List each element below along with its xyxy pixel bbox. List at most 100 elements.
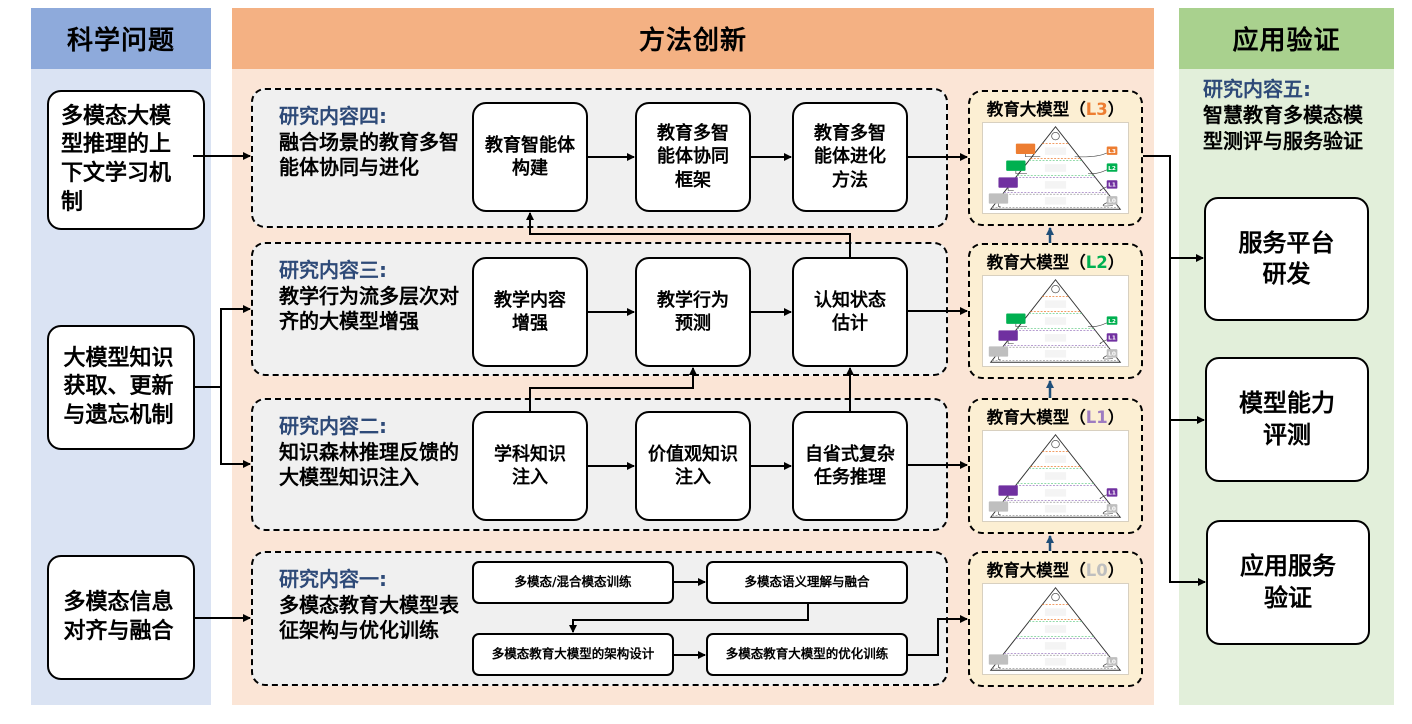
stage-tag-l1 xyxy=(998,330,1018,341)
level-tag-text: L0 xyxy=(1108,352,1116,358)
step-text: 认知状态估计 xyxy=(814,289,886,334)
pyramid-band-label xyxy=(1044,164,1067,172)
brain-icon xyxy=(1051,285,1060,294)
column-title: 科学问题 xyxy=(66,26,175,56)
level-tag-text: L0 xyxy=(1108,507,1116,513)
level-tag-l2 xyxy=(1106,316,1118,325)
question-text: 多模态信息对齐与融合 xyxy=(63,589,174,644)
level-tag-l1 xyxy=(1106,488,1118,497)
tag-connector xyxy=(1015,323,1027,327)
column-title: 应用验证 xyxy=(1232,26,1341,56)
brain-icon xyxy=(1051,440,1060,449)
level-tag-l1 xyxy=(1106,180,1118,189)
level-tag-l0 xyxy=(1106,349,1118,358)
step-text: 自省式复杂任务推理 xyxy=(805,443,895,488)
stage-tag-l0 xyxy=(988,193,1009,204)
step-multimodal-training[interactable]: 多模态/混合模态训练 xyxy=(472,561,674,604)
app-box-application-validation[interactable]: 应用服务验证 xyxy=(1206,520,1370,645)
tag-connector xyxy=(998,203,1001,207)
step-cognitive-state-estimation[interactable]: 认知状态估计 xyxy=(792,257,908,367)
research-title: 智慧教育多模态模型测评与服务验证 xyxy=(1203,103,1363,153)
tag-connector xyxy=(998,511,1001,515)
step-text: 教学内容增强 xyxy=(494,289,566,334)
level-tag-l1 xyxy=(1106,333,1118,342)
step-architecture-design[interactable]: 多模态教育大模型的架构设计 xyxy=(472,633,674,676)
level-tag-text: L3 xyxy=(1108,149,1116,155)
model-title: 教育大模型（L0） xyxy=(986,561,1125,580)
step-subject-knowledge-injection[interactable]: 学科知识注入 xyxy=(472,411,588,521)
level-tag-text: L0 xyxy=(1108,199,1116,205)
tag-connector xyxy=(1102,663,1114,668)
level-tag-text: L1 xyxy=(1108,336,1116,342)
pyramid-band-label xyxy=(1044,350,1067,358)
tag-connector xyxy=(1025,153,1041,158)
column-header-application: 应用验证 xyxy=(1179,8,1394,69)
step-reflective-reasoning[interactable]: 自省式复杂任务推理 xyxy=(792,411,908,521)
level-tag-l3 xyxy=(1106,146,1118,155)
app-text: 服务平台研发 xyxy=(1238,228,1335,288)
model-card-l0[interactable]: 教育大模型（L0） L0 xyxy=(968,551,1143,687)
app-box-service-platform[interactable]: 服务平台研发 xyxy=(1204,197,1369,321)
step-multi-agent-framework[interactable]: 教育多智能体协同框架 xyxy=(635,102,751,212)
pyramid-band-label xyxy=(1044,334,1067,342)
level-tag-text: L2 xyxy=(1108,166,1116,172)
step-multi-agent-evolution[interactable]: 教育多智能体进化方法 xyxy=(792,102,908,212)
question-box-knowledge-mechanism[interactable]: 大模型知识获取、更新与遗忘机制 xyxy=(47,325,195,450)
question-box-context-learning[interactable]: 多模态大模型推理的上下文学习机制 xyxy=(47,90,205,230)
tag-connector xyxy=(1007,340,1014,344)
tag-connector xyxy=(1015,170,1027,174)
stage-tag-l0 xyxy=(988,346,1009,357)
tag-connector xyxy=(998,356,1001,360)
tag-connector xyxy=(1102,355,1114,360)
pyramid-band-label xyxy=(1044,608,1067,616)
question-text: 大模型知识获取、更新与遗忘机制 xyxy=(63,345,174,428)
research-group-title: 研究内容三: 教学行为流多层次对齐的大模型增强 xyxy=(279,258,459,335)
stage-tag-l2 xyxy=(1006,160,1026,171)
research-title: 多模态教育大模型表征架构与优化训练 xyxy=(279,592,459,643)
column-header-method-innovation: 方法创新 xyxy=(232,8,1154,69)
step-agent-construction[interactable]: 教育智能体构建 xyxy=(472,102,588,212)
pyramid-band-label xyxy=(1044,505,1067,513)
tag-connector xyxy=(1087,322,1107,328)
step-teaching-behavior-prediction[interactable]: 教学行为预测 xyxy=(635,257,751,367)
step-text: 价值观知识注入 xyxy=(648,443,738,488)
step-values-knowledge-injection[interactable]: 价值观知识注入 xyxy=(635,411,751,521)
stage-tag-l1 xyxy=(998,177,1018,188)
level-tag-l0 xyxy=(1106,657,1118,666)
research-label: 研究内容一: xyxy=(279,567,387,591)
step-text: 教学行为预测 xyxy=(657,289,729,334)
level-tag-text: L2 xyxy=(1108,319,1116,325)
step-teaching-content-enhancement[interactable]: 教学内容增强 xyxy=(472,257,588,367)
model-title: 教育大模型（L1） xyxy=(986,408,1125,427)
level-tag-text: L0 xyxy=(1108,660,1116,666)
app-box-model-evaluation[interactable]: 模型能力评测 xyxy=(1205,357,1369,482)
research-label: 研究内容四: xyxy=(279,104,387,128)
column-title: 方法创新 xyxy=(638,26,747,56)
pyramid-figure: L0 xyxy=(982,583,1129,675)
app-text: 模型能力评测 xyxy=(1239,389,1335,449)
tag-connector xyxy=(1102,510,1114,515)
tag-connector xyxy=(1007,187,1014,191)
step-text: 教育多智能体进化方法 xyxy=(814,122,886,191)
level-tag-l0 xyxy=(1106,196,1118,205)
step-optimization-training[interactable]: 多模态教育大模型的优化训练 xyxy=(706,633,908,676)
model-title: 教育大模型（L3） xyxy=(986,100,1125,119)
tag-connector xyxy=(1099,494,1107,499)
pyramid-band-label xyxy=(1044,300,1067,308)
question-box-multimodal-alignment[interactable]: 多模态信息对齐与融合 xyxy=(47,555,195,680)
level-tag-l2 xyxy=(1106,163,1118,172)
research-title: 融合场景的教育多智能体协同与进化 xyxy=(279,129,459,180)
step-semantic-fusion[interactable]: 多模态语义理解与融合 xyxy=(706,561,908,604)
research-label: 研究内容三: xyxy=(279,258,387,282)
pyramid-band-label xyxy=(1044,642,1067,650)
research-label: 研究内容五: xyxy=(1203,77,1311,101)
stage-tag-l2 xyxy=(1006,313,1026,324)
level-tag-text: L1 xyxy=(1108,183,1116,189)
step-text: 多模态语义理解与融合 xyxy=(744,574,870,590)
step-text: 学科知识注入 xyxy=(494,443,566,488)
